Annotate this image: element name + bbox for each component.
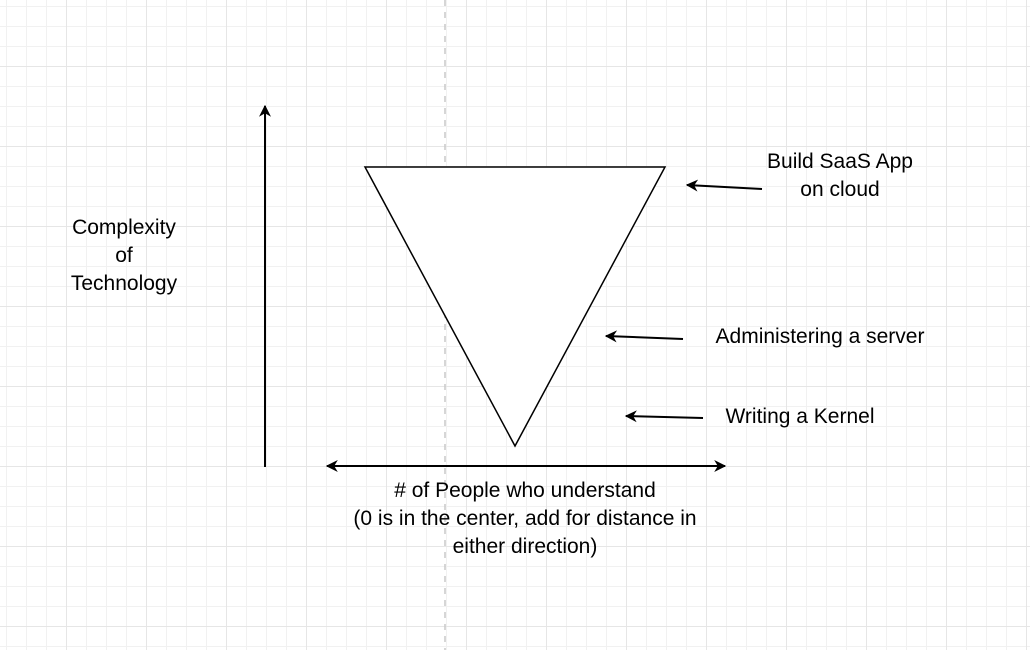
- kernel-annotation-text: Writing a Kernel: [725, 405, 875, 428]
- saas-pointer-arrow[interactable]: [685, 179, 763, 192]
- saas-annotation-line: Build SaaS App: [767, 150, 913, 173]
- x-axis-label[interactable]: # of People who understand (0 is in the …: [300, 477, 750, 561]
- server-pointer-arrow[interactable]: [604, 330, 684, 343]
- server-annotation[interactable]: Administering a server: [690, 323, 950, 351]
- x-axis-label-line: (0 is in the center, add for distance in: [353, 507, 697, 530]
- y-axis-label-line: Complexity: [72, 216, 176, 239]
- server-annotation-text: Administering a server: [715, 325, 925, 348]
- kernel-pointer-arrow[interactable]: [624, 410, 704, 423]
- kernel-annotation[interactable]: Writing a Kernel: [700, 403, 900, 431]
- x-axis-label-line: # of People who understand: [394, 479, 656, 502]
- y-axis-label[interactable]: Complexity of Technology: [40, 214, 208, 298]
- saas-annotation[interactable]: Build SaaS App on cloud: [730, 148, 950, 204]
- y-axis-label-line: of: [115, 244, 133, 267]
- inverted-triangle[interactable]: [363, 166, 667, 448]
- y-axis-label-line: Technology: [70, 272, 178, 295]
- x-axis-label-line: either direction): [452, 535, 598, 558]
- saas-annotation-line: on cloud: [800, 178, 880, 201]
